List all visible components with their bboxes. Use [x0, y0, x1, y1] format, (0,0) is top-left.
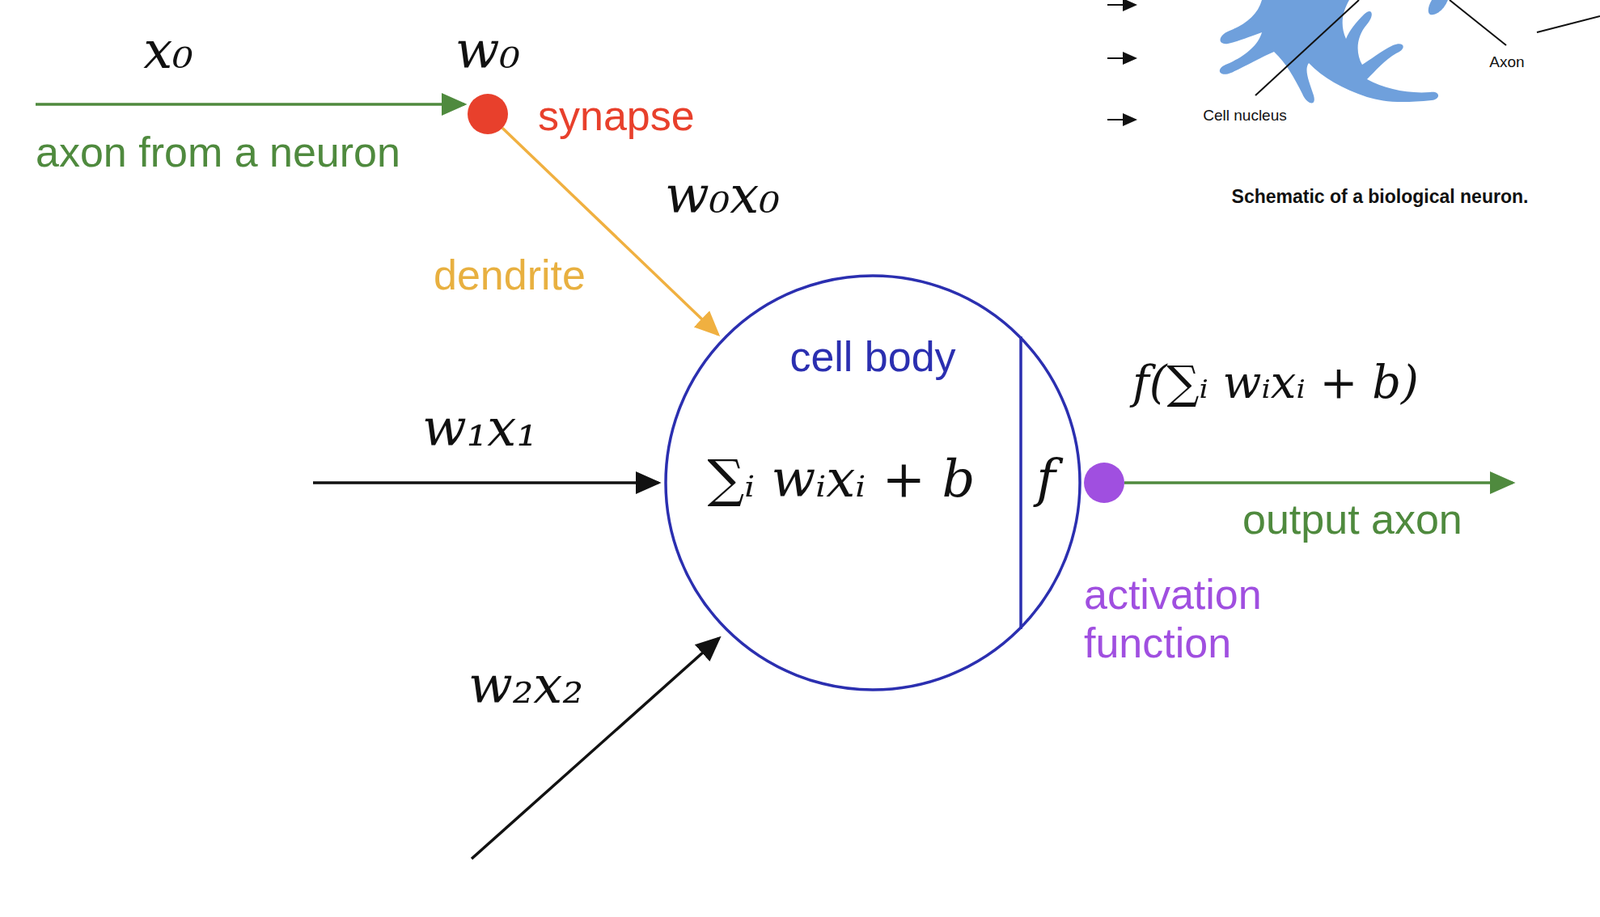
signal-arrow [1107, 4, 1136, 6]
inset-label: Cell nucleus [1202, 106, 1287, 125]
input-arrow [313, 481, 659, 485]
activation-dot-shape [1083, 462, 1125, 504]
axon-label: axon from a neuron [35, 128, 401, 178]
weighted-input: w₂x₂ [468, 656, 584, 716]
inset-label: Axon [1489, 53, 1524, 72]
activation-label: activation function [1083, 571, 1327, 669]
leader-line [1255, 0, 1359, 96]
dendrite-label: dendrite [433, 251, 586, 301]
leader-line [1449, 0, 1507, 46]
synapse-label: synapse [537, 92, 695, 141]
input-axon [35, 102, 465, 106]
weight: w₀ [455, 21, 521, 81]
leader-line [1536, 16, 1600, 33]
input-value: x₀ [143, 21, 194, 81]
dendrite-connector [502, 127, 719, 335]
output-formula: f(∑ᵢ wᵢxᵢ + b) [1132, 356, 1419, 409]
synapse-dot-shape [467, 93, 508, 135]
synapse-dot: synapse [467, 93, 508, 135]
activation-dot: activation function [1083, 462, 1125, 504]
weighted-input: w₀x₀ [664, 165, 780, 226]
output-axon-label: output axon [1242, 495, 1463, 545]
activation-symbol: f [1036, 449, 1056, 510]
weighted-input: w₁x₁ [422, 398, 538, 459]
signal-arrow [1107, 57, 1136, 60]
neuron-illustration [1428, 0, 1448, 15]
cell-body-label: cell body [789, 333, 956, 382]
output-axon [1124, 481, 1513, 485]
signal-arrow [1107, 118, 1136, 121]
inset-caption: Schematic of a biological neuron. [1231, 186, 1529, 208]
neuron-illustration [1219, 0, 1439, 104]
cell-body-circle: cell body ∑ᵢ wᵢxᵢ + b f [663, 273, 1083, 693]
sum-formula: ∑ᵢ wᵢxᵢ + b [707, 449, 976, 510]
